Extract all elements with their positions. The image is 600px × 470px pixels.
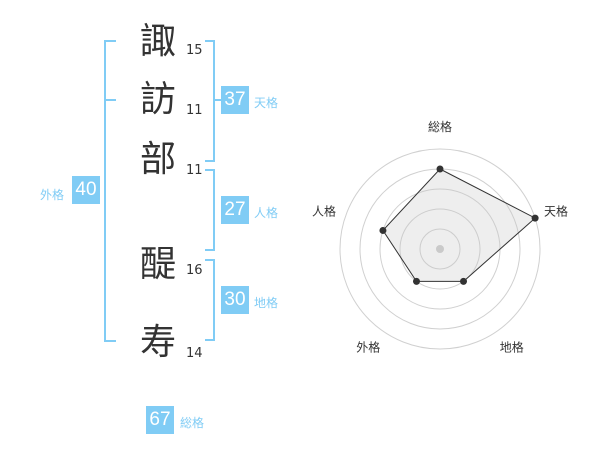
soukaku-value: 67 (146, 406, 174, 434)
jinkaku-bracket (205, 169, 215, 251)
jinkaku-value: 27 (221, 196, 249, 224)
jinkaku-label: 人格 (254, 206, 279, 220)
tenkaku-bracket (205, 40, 215, 162)
bracket-tick (213, 99, 221, 101)
char-3: 部 (140, 139, 177, 180)
tenkaku-label: 天格 (254, 96, 279, 110)
radar-point (436, 165, 444, 173)
strokes-1: 15 (186, 43, 203, 58)
radar-polygon (382, 168, 536, 282)
gaikaku-bracket (104, 40, 116, 342)
chikaku-label: 地格 (254, 296, 279, 310)
bracket-tick (104, 99, 116, 101)
chikaku-bracket (205, 259, 215, 341)
radar-axis-label: 外格 (356, 340, 380, 355)
char-5: 寿 (140, 322, 177, 363)
char-4: 醍 (140, 244, 177, 285)
radar-point (460, 277, 468, 285)
gaikaku-label: 外格 (40, 188, 65, 202)
radar-ring (339, 148, 541, 350)
char-2: 訪 (140, 79, 177, 120)
strokes-3: 11 (186, 163, 203, 178)
soukaku-label: 総格 (180, 416, 205, 430)
radar-ring (399, 208, 481, 290)
radar-point (379, 226, 387, 234)
char-1: 諏 (140, 21, 177, 62)
radar-axis-label: 天格 (544, 203, 568, 218)
tenkaku-value: 37 (221, 86, 249, 114)
strokes-2: 11 (186, 103, 203, 118)
strokes-4: 16 (186, 263, 203, 278)
radar-ring (419, 228, 461, 270)
radar-point (531, 214, 539, 222)
radar-center (436, 245, 444, 253)
radar-axis-label: 人格 (312, 203, 336, 218)
chikaku-value: 30 (221, 286, 249, 314)
gaikaku-value: 40 (72, 176, 100, 204)
strokes-5: 14 (186, 346, 203, 361)
radar-axis-label: 総格 (428, 119, 452, 134)
radar-point (412, 277, 420, 285)
radar-axis-label: 地格 (500, 340, 524, 355)
